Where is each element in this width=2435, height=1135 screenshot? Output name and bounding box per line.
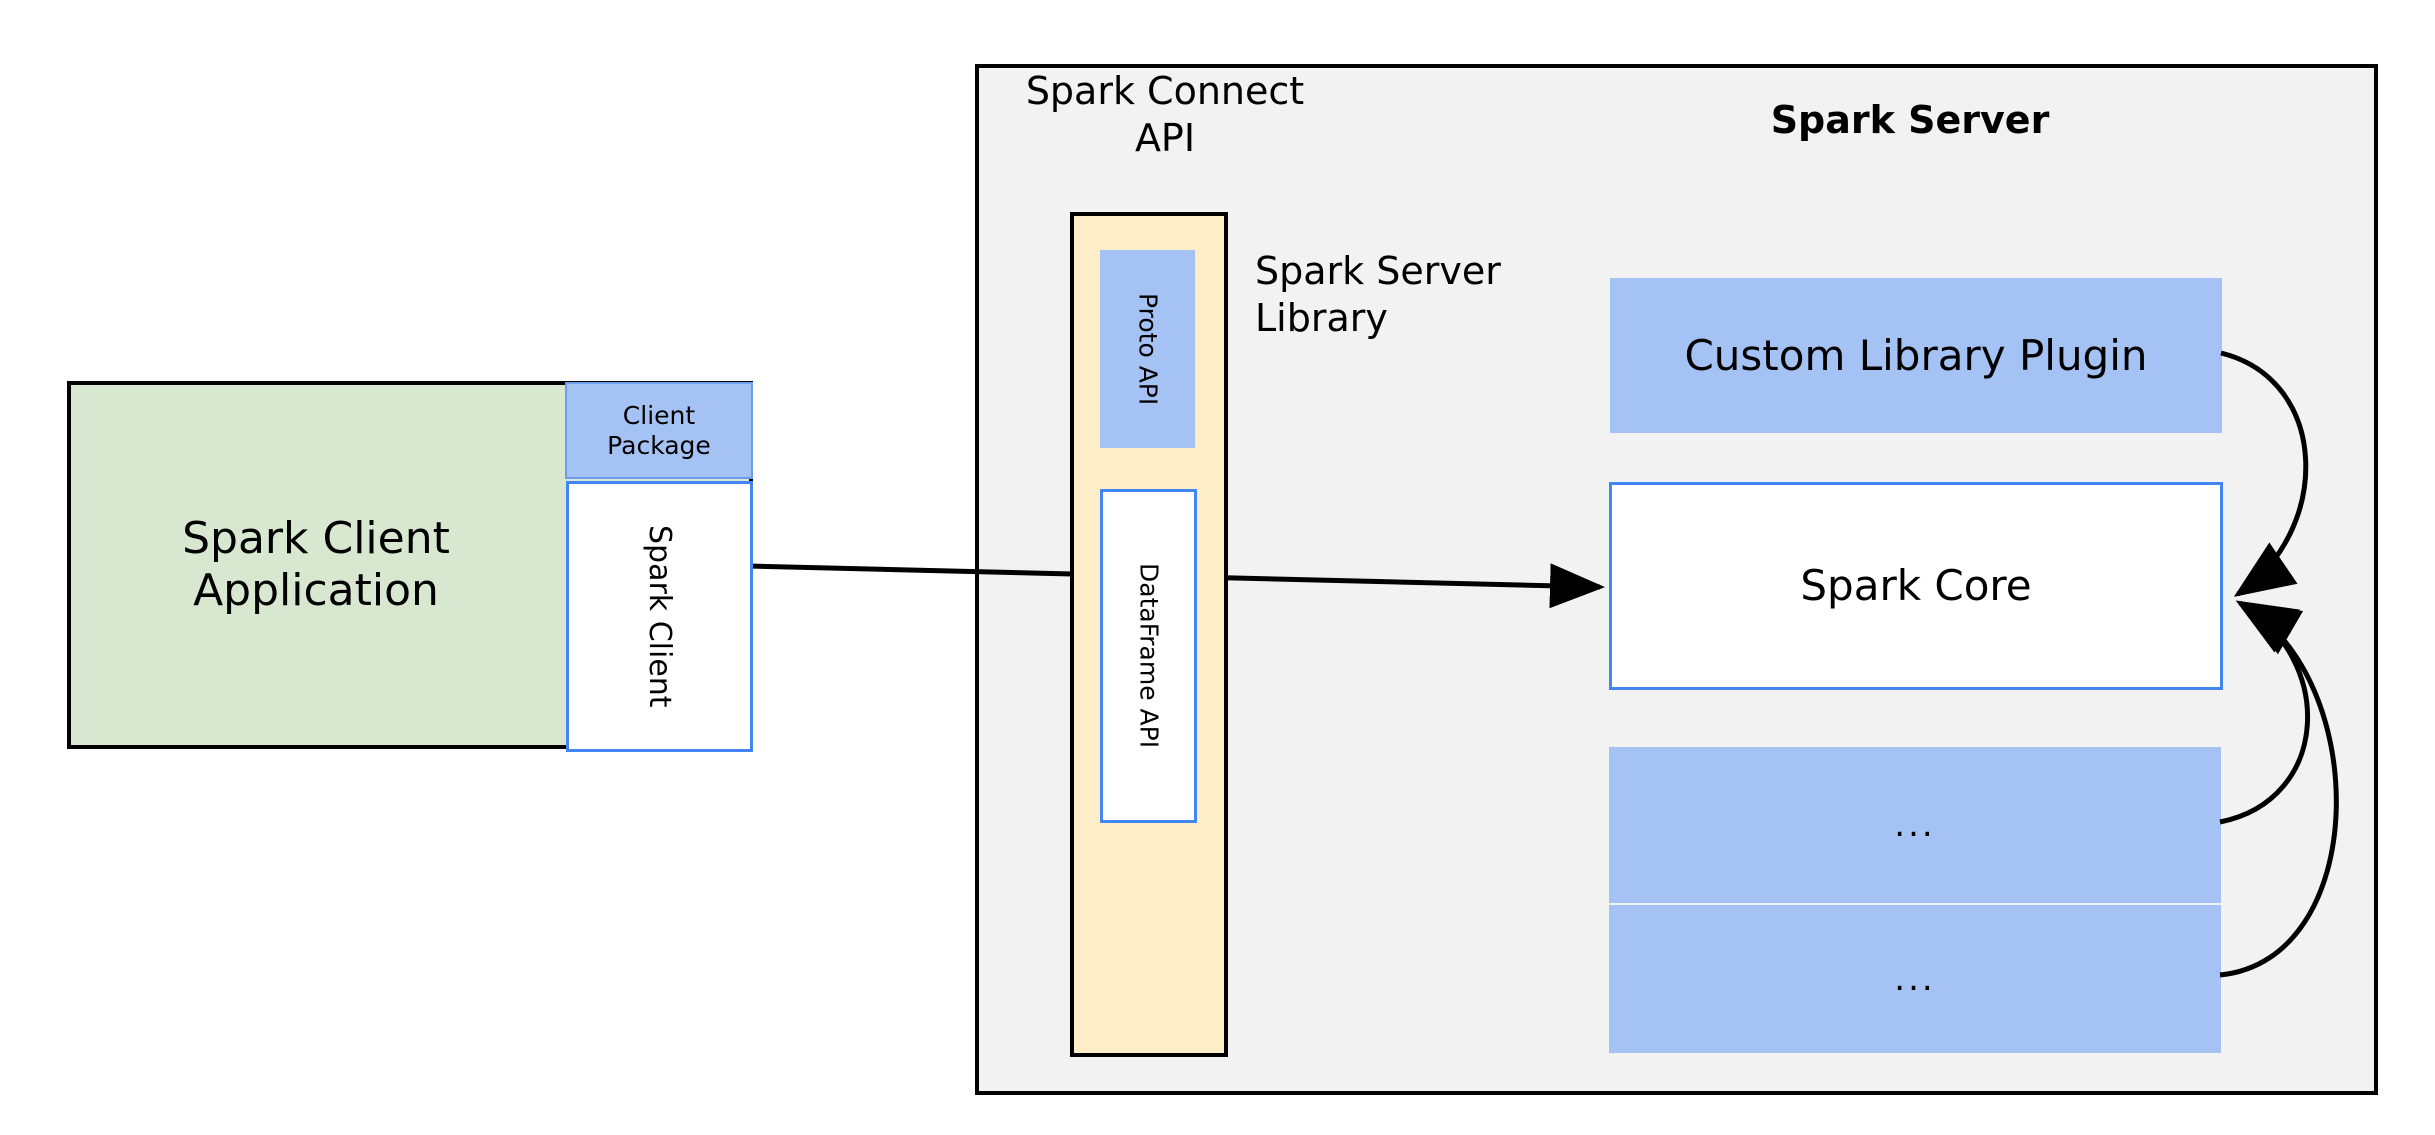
custom-library-plugin-label: Custom Library Plugin [1684, 330, 2148, 380]
spark-client-label: Spark Client [642, 525, 678, 708]
server-library-line-1: Spark Server [1255, 249, 1501, 293]
server-library-line-2: Library [1255, 296, 1388, 341]
client-package-label: Client Package [607, 401, 711, 460]
custom-library-plugin-box: Custom Library Plugin [1610, 278, 2222, 433]
connect-api-line-1: Spark Connect [1025, 69, 1305, 113]
ellipsis-box-1: ... [1609, 747, 2221, 903]
ellipsis-box-2-label: ... [1894, 958, 1936, 999]
spark-client-application-label: Spark Client Application [182, 513, 450, 616]
ellipsis-box-2: ... [1609, 905, 2221, 1053]
spark-server-title: Spark Server [1770, 98, 2050, 142]
spark-client-box: Spark Client [566, 481, 753, 752]
spark-core-box: Spark Core [1609, 482, 2223, 690]
dataframe-api-label: DataFrame API [1134, 563, 1164, 749]
client-package-box: Client Package [565, 382, 753, 479]
dataframe-api-box: DataFrame API [1100, 489, 1197, 823]
spark-connect-api-label: Spark Connect API [1010, 68, 1320, 162]
proto-api-box: Proto API [1100, 250, 1195, 448]
spark-core-label: Spark Core [1800, 561, 2032, 611]
spark-server-library-label: Spark Server Library [1255, 248, 1585, 342]
proto-api-label: Proto API [1133, 292, 1163, 406]
ellipsis-box-1-label: ... [1894, 804, 1936, 845]
connect-api-line-2: API [1134, 116, 1196, 161]
